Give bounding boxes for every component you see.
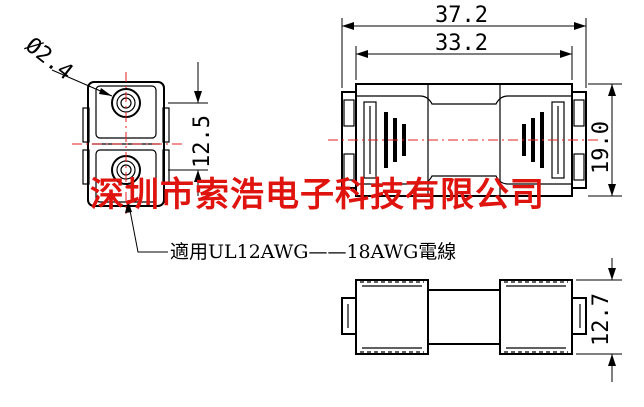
wire-gauge-note: 適用UL12AWG——18AWG電線 bbox=[170, 241, 456, 263]
dim-37-2-arrow-right bbox=[574, 22, 586, 30]
dim-37-2-arrow-left bbox=[342, 22, 354, 30]
hole-spacing-label: 12.5 bbox=[190, 115, 215, 168]
dim-19-0-arrow-top bbox=[608, 84, 616, 96]
top-view-center-body bbox=[427, 289, 501, 345]
side-view-right-slot-upper bbox=[573, 99, 585, 127]
note-leader-arrow bbox=[125, 200, 132, 213]
top-view-right-cap bbox=[571, 297, 587, 335]
overall-length-label: 37.2 bbox=[435, 3, 488, 28]
dim-12-7-arrow-bottom bbox=[608, 354, 616, 366]
side-view-right-slot-lower bbox=[573, 153, 585, 181]
dim-33-2-arrow-right bbox=[560, 50, 572, 58]
dim-12-5-arrow-lower bbox=[194, 170, 202, 182]
end-view: Ø2.4 12.5 適用UL12AWG——18AWG電線 bbox=[20, 33, 456, 263]
top-view: 12.7 bbox=[341, 258, 622, 382]
top-view-left-body bbox=[355, 279, 429, 355]
diameter-leader-arrow bbox=[99, 88, 112, 96]
top-view-left-cap bbox=[341, 297, 357, 335]
end-view-left-tab-upper bbox=[82, 107, 90, 143]
height-label: 12.7 bbox=[589, 293, 614, 346]
end-view-left-tab-lower bbox=[82, 149, 90, 185]
note-leader-line bbox=[127, 199, 168, 253]
end-view-right-tab-lower bbox=[162, 149, 170, 185]
dim-12-7-arrow-top bbox=[608, 268, 616, 280]
top-view-right-body bbox=[499, 279, 573, 355]
dim-12-5-arrow-upper bbox=[194, 91, 202, 103]
end-view-right-tab-upper bbox=[162, 107, 170, 143]
dim-33-2-arrow-left bbox=[356, 50, 368, 58]
dim-19-0-arrow-bottom bbox=[608, 184, 616, 196]
side-view-rib-l1 bbox=[384, 112, 388, 168]
width-label: 19.0 bbox=[589, 121, 614, 174]
side-view-top-contour bbox=[356, 95, 572, 105]
side-view-left-slot-upper bbox=[343, 99, 355, 127]
side-view-bottom-contour bbox=[356, 175, 572, 185]
side-view-left-slot-lower bbox=[343, 153, 355, 181]
body-length-label: 33.2 bbox=[435, 31, 488, 56]
side-view: 37.2 33.2 19.0 bbox=[328, 3, 622, 197]
company-watermark: 深圳市索浩电子科技有限公司 bbox=[90, 175, 545, 215]
